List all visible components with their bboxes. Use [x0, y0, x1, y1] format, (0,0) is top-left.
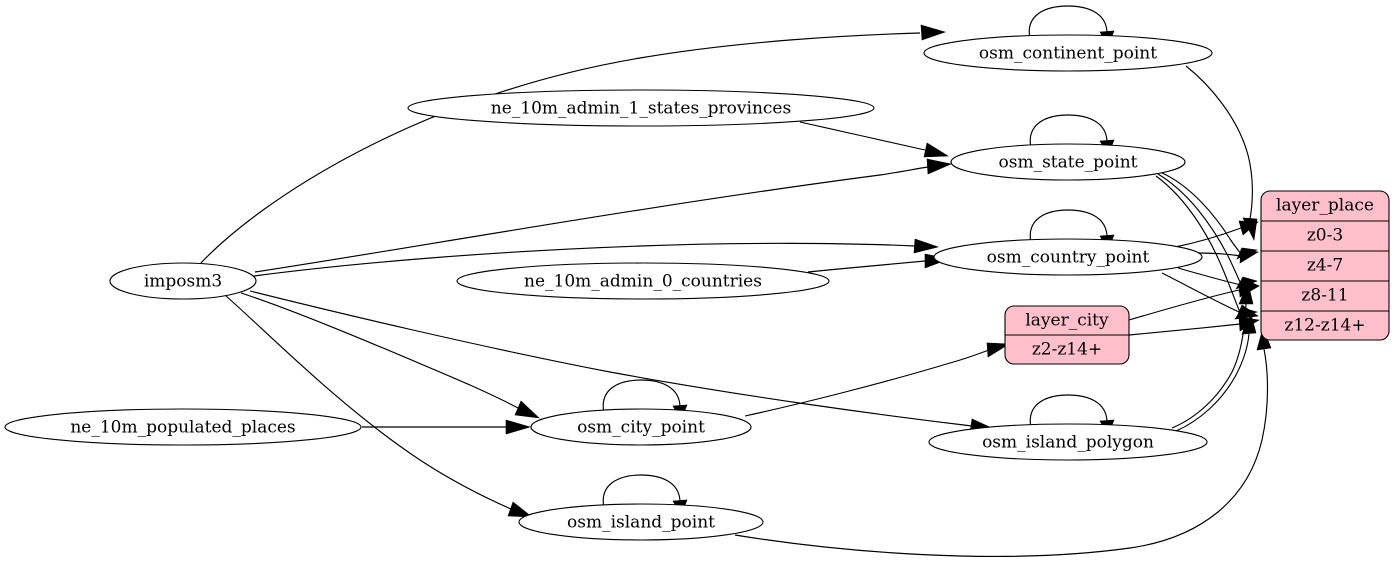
node-osm-country-point[interactable]: osm_country_point: [933, 238, 1203, 276]
edge-ne-countries-to-osm-country-point: [807, 253, 951, 273]
node-osm-island-point-shape[interactable]: [518, 503, 764, 541]
record-layer-place-box[interactable]: [1260, 190, 1390, 341]
node-osm-continent-point-shape[interactable]: [923, 34, 1213, 72]
node-osm-island-polygon[interactable]: osm_island_polygon: [928, 423, 1208, 461]
node-ne-countries-label: ne_10m_admin_0_countries: [524, 272, 762, 292]
edge-imposm3-to-osm-state-point: [254, 158, 952, 273]
node-osm-state-point[interactable]: osm_state_point: [950, 143, 1186, 181]
edge-osm-island-polygon-to-layer-place-z8-11: [1171, 282, 1254, 429]
node-osm-state-point-shape[interactable]: [950, 143, 1186, 181]
node-osm-continent-point-label: osm_continent_point: [979, 44, 1157, 64]
edge-imposm3-to-osm-country-point: [253, 238, 940, 277]
node-ne-populated-label: ne_10m_populated_places: [70, 418, 295, 438]
node-ne-10m-admin-0-countries[interactable]: ne_10m_admin_0_countries: [456, 262, 830, 300]
node-osm-city-point[interactable]: osm_city_point: [530, 408, 752, 446]
record-layer-place-row-title: layer_place: [1276, 196, 1374, 216]
edge-imposm3-to-osm-city-point: [240, 292, 540, 419]
node-ne-countries-shape[interactable]: [456, 262, 830, 300]
node-osm-city-point-label: osm_city_point: [577, 418, 705, 438]
node-ne-10m-populated-places[interactable]: ne_10m_populated_places: [4, 408, 362, 446]
edge-osm-country-point-to-layer-place-z4-7: [1195, 248, 1259, 264]
node-imposm3[interactable]: imposm3: [109, 262, 257, 300]
edge-osm-continent-point-to-layer-place-z0-3: [1185, 65, 1258, 241]
record-layer-place-row-z0-3[interactable]: z0-3: [1307, 226, 1343, 246]
edge-osm-country-point-to-layer-place-z12-z14: [1161, 272, 1259, 320]
edge-imposm3-to-osm-continent-point: [199, 24, 946, 265]
record-node-layer-city[interactable]: layer_city z2-z14+: [1004, 305, 1130, 365]
node-osm-island-point-label: osm_island_point: [567, 513, 715, 533]
edge-ne-states-to-osm-state-point: [799, 121, 949, 158]
edge-ne-populated-to-osm-city-point: [362, 419, 532, 435]
node-ne-populated-shape[interactable]: [4, 408, 362, 446]
node-ne-states-shape[interactable]: [407, 89, 875, 127]
node-osm-country-point-label: osm_country_point: [987, 248, 1150, 268]
node-ne-states-label: ne_10m_admin_1_states_provinces: [491, 99, 791, 119]
edge-osm-island-polygon-to-layer-place-z12-z14: [1175, 313, 1257, 432]
record-node-layer-place[interactable]: layer_place z0-3 z4-7 z8-11 z12-z14+: [1260, 190, 1390, 341]
node-osm-island-point[interactable]: osm_island_point: [518, 503, 764, 541]
edge-layer-city-to-layer-place-z12-z14: [1128, 316, 1260, 336]
edge-imposm3-to-osm-island-point: [225, 295, 533, 518]
node-layer: imposm3 ne_10m_admin_1_states_provinces …: [4, 34, 1390, 541]
node-osm-island-polygon-shape[interactable]: [928, 423, 1208, 461]
node-osm-state-point-label: osm_state_point: [999, 153, 1138, 173]
record-layer-place-row-z8-11[interactable]: z8-11: [1301, 286, 1348, 306]
edge-osm-city-point-to-layer-city-z2-z14: [744, 342, 1010, 417]
node-imposm3-shape[interactable]: [109, 262, 257, 300]
record-layer-place-row-z12-z14[interactable]: z12-z14+: [1284, 316, 1365, 336]
record-layer-city-row-title: layer_city: [1025, 311, 1109, 331]
record-layer-city-row-z2-z14[interactable]: z2-z14+: [1032, 340, 1102, 360]
node-osm-continent-point[interactable]: osm_continent_point: [923, 34, 1213, 72]
node-osm-city-point-shape[interactable]: [530, 408, 752, 446]
node-imposm3-label: imposm3: [144, 272, 222, 292]
node-osm-country-point-shape[interactable]: [933, 238, 1203, 276]
node-ne-10m-admin-1-states-provinces[interactable]: ne_10m_admin_1_states_provinces: [407, 89, 875, 127]
record-layer-place-row-z4-7[interactable]: z4-7: [1307, 256, 1343, 276]
edge-osm-country-point-to-layer-place-z0-3: [1174, 220, 1259, 248]
node-osm-island-polygon-label: osm_island_polygon: [982, 433, 1154, 453]
